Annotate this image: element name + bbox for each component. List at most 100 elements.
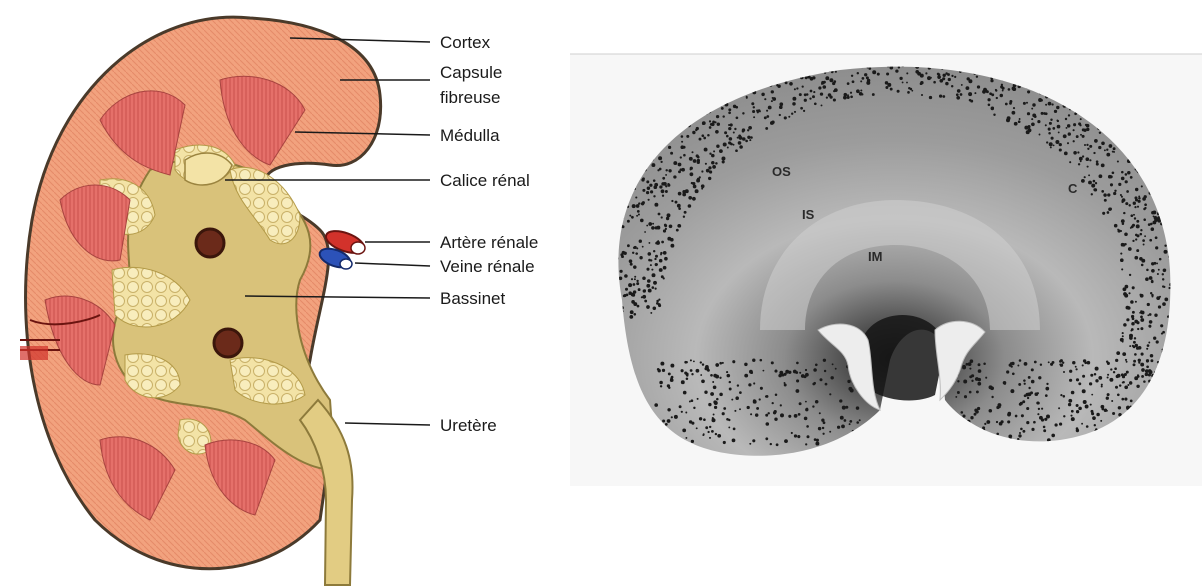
glomerulus-dot — [775, 369, 777, 371]
glomerulus-dot — [690, 168, 692, 170]
glomerulus-dot — [1156, 262, 1158, 264]
glomerulus-dot — [812, 95, 815, 98]
glomerulus-dot — [1087, 148, 1089, 150]
glomerulus-dot — [1013, 51, 1015, 53]
glomerulus-dot — [1081, 423, 1083, 425]
glomerulus-dot — [768, 106, 772, 110]
glomerulus-dot — [728, 419, 730, 421]
glomerulus-dot — [1133, 363, 1136, 366]
glomerulus-dot — [1031, 108, 1033, 110]
glomerulus-dot — [1085, 405, 1089, 409]
glomerulus-dot — [796, 379, 799, 382]
glomerulus-dot — [1135, 301, 1137, 303]
glomerulus-dot — [638, 288, 641, 291]
glomerulus-dot — [659, 268, 663, 272]
glomerulus-dot — [1136, 249, 1139, 252]
glomerulus-dot — [633, 247, 635, 249]
glomerulus-dot — [728, 127, 731, 130]
glomerulus-dot — [1137, 206, 1139, 208]
glomerulus-dot — [717, 122, 720, 125]
glomerulus-dot — [1022, 400, 1025, 403]
glomerulus-dot — [991, 93, 994, 96]
glomerulus-dot — [928, 36, 932, 40]
glomerulus-dot — [631, 216, 634, 219]
glomerulus-dot — [1122, 335, 1124, 337]
glomerulus-dot — [697, 398, 699, 400]
glomerulus-dot — [1109, 378, 1113, 382]
glomerulus-dot — [805, 401, 807, 403]
glomerulus-dot — [715, 433, 717, 435]
glomerulus-dot — [954, 39, 956, 41]
glomerulus-dot — [684, 211, 687, 214]
glomerulus-dot — [1022, 430, 1025, 433]
glomerulus-dot — [1090, 374, 1093, 377]
glomerulus-dot — [1133, 360, 1136, 363]
glomerulus-dot — [1028, 128, 1032, 132]
glomerulus-dot — [802, 42, 805, 45]
glomerulus-dot — [955, 48, 959, 52]
glomerulus-dot — [920, 81, 923, 84]
glomerulus-dot — [819, 378, 822, 381]
glomerulus-dot — [859, 419, 861, 421]
glomerulus-dot — [685, 372, 688, 375]
glomerulus-dot — [823, 359, 826, 362]
glomerulus-dot — [1138, 346, 1142, 350]
glomerulus-dot — [821, 81, 825, 85]
glomerulus-dot — [893, 40, 897, 44]
glomerulus-dot — [1043, 426, 1046, 429]
glomerulus-dot — [713, 414, 715, 416]
glomerulus-dot — [990, 79, 993, 82]
glomerulus-dot — [719, 393, 723, 397]
glomerulus-dot — [784, 382, 786, 384]
glomerulus-dot — [1038, 376, 1041, 379]
glomerulus-dot — [983, 362, 986, 365]
glomerulus-dot — [661, 216, 663, 218]
glomerulus-dot — [1134, 353, 1137, 356]
glomerulus-dot — [828, 93, 832, 97]
glomerulus-dot — [939, 79, 943, 83]
glomerulus-dot — [785, 81, 788, 84]
glomerulus-dot — [990, 48, 992, 50]
glomerulus-dot — [815, 442, 819, 446]
glomerulus-dot — [764, 98, 766, 100]
glomerulus-dot — [1140, 294, 1142, 296]
glomerulus-dot — [1117, 160, 1119, 162]
glomerulus-dot — [712, 381, 714, 383]
glomerulus-dot — [681, 168, 685, 172]
glomerulus-dot — [726, 135, 729, 138]
glomerulus-dot — [675, 201, 678, 204]
glomerulus-dot — [1129, 274, 1131, 276]
glomerulus-dot — [852, 80, 855, 83]
glomerulus-dot — [974, 409, 978, 413]
glomerulus-dot — [682, 429, 686, 433]
glomerulus-dot — [846, 31, 849, 34]
glomerulus-dot — [659, 381, 663, 385]
glomerulus-dot — [1138, 359, 1141, 362]
glomerulus-dot — [856, 40, 859, 43]
glomerulus-dot — [802, 85, 804, 87]
glomerulus-dot — [1141, 368, 1145, 372]
glomerulus-dot — [968, 79, 972, 83]
glomerulus-dot — [1073, 129, 1075, 131]
glomerulus-dot — [856, 89, 860, 93]
glomerulus-dot — [1079, 157, 1083, 161]
glomerulus-dot — [728, 141, 731, 144]
glomerulus-dot — [894, 30, 898, 34]
glomerulus-dot — [739, 408, 741, 410]
glomerulus-dot — [1109, 208, 1112, 211]
glomerulus-dot — [766, 115, 769, 118]
glomerulus-dot — [1135, 198, 1138, 201]
glomerulus-dot — [1142, 239, 1145, 242]
glomerulus-dot — [668, 372, 671, 375]
glomerulus-dot — [1164, 250, 1168, 254]
glomerulus-dot — [1132, 311, 1135, 314]
glomerulus-dot — [1115, 386, 1118, 389]
glomerulus-dot — [1121, 171, 1124, 174]
glomerulus-dot — [1010, 362, 1012, 364]
glomerulus-dot — [1076, 368, 1078, 370]
glomerulus-dot — [885, 26, 888, 29]
kidney-diagram — [20, 17, 381, 585]
glomerulus-dot — [857, 72, 859, 74]
glomerulus-dot — [652, 273, 656, 277]
glomerulus-dot — [937, 45, 939, 47]
